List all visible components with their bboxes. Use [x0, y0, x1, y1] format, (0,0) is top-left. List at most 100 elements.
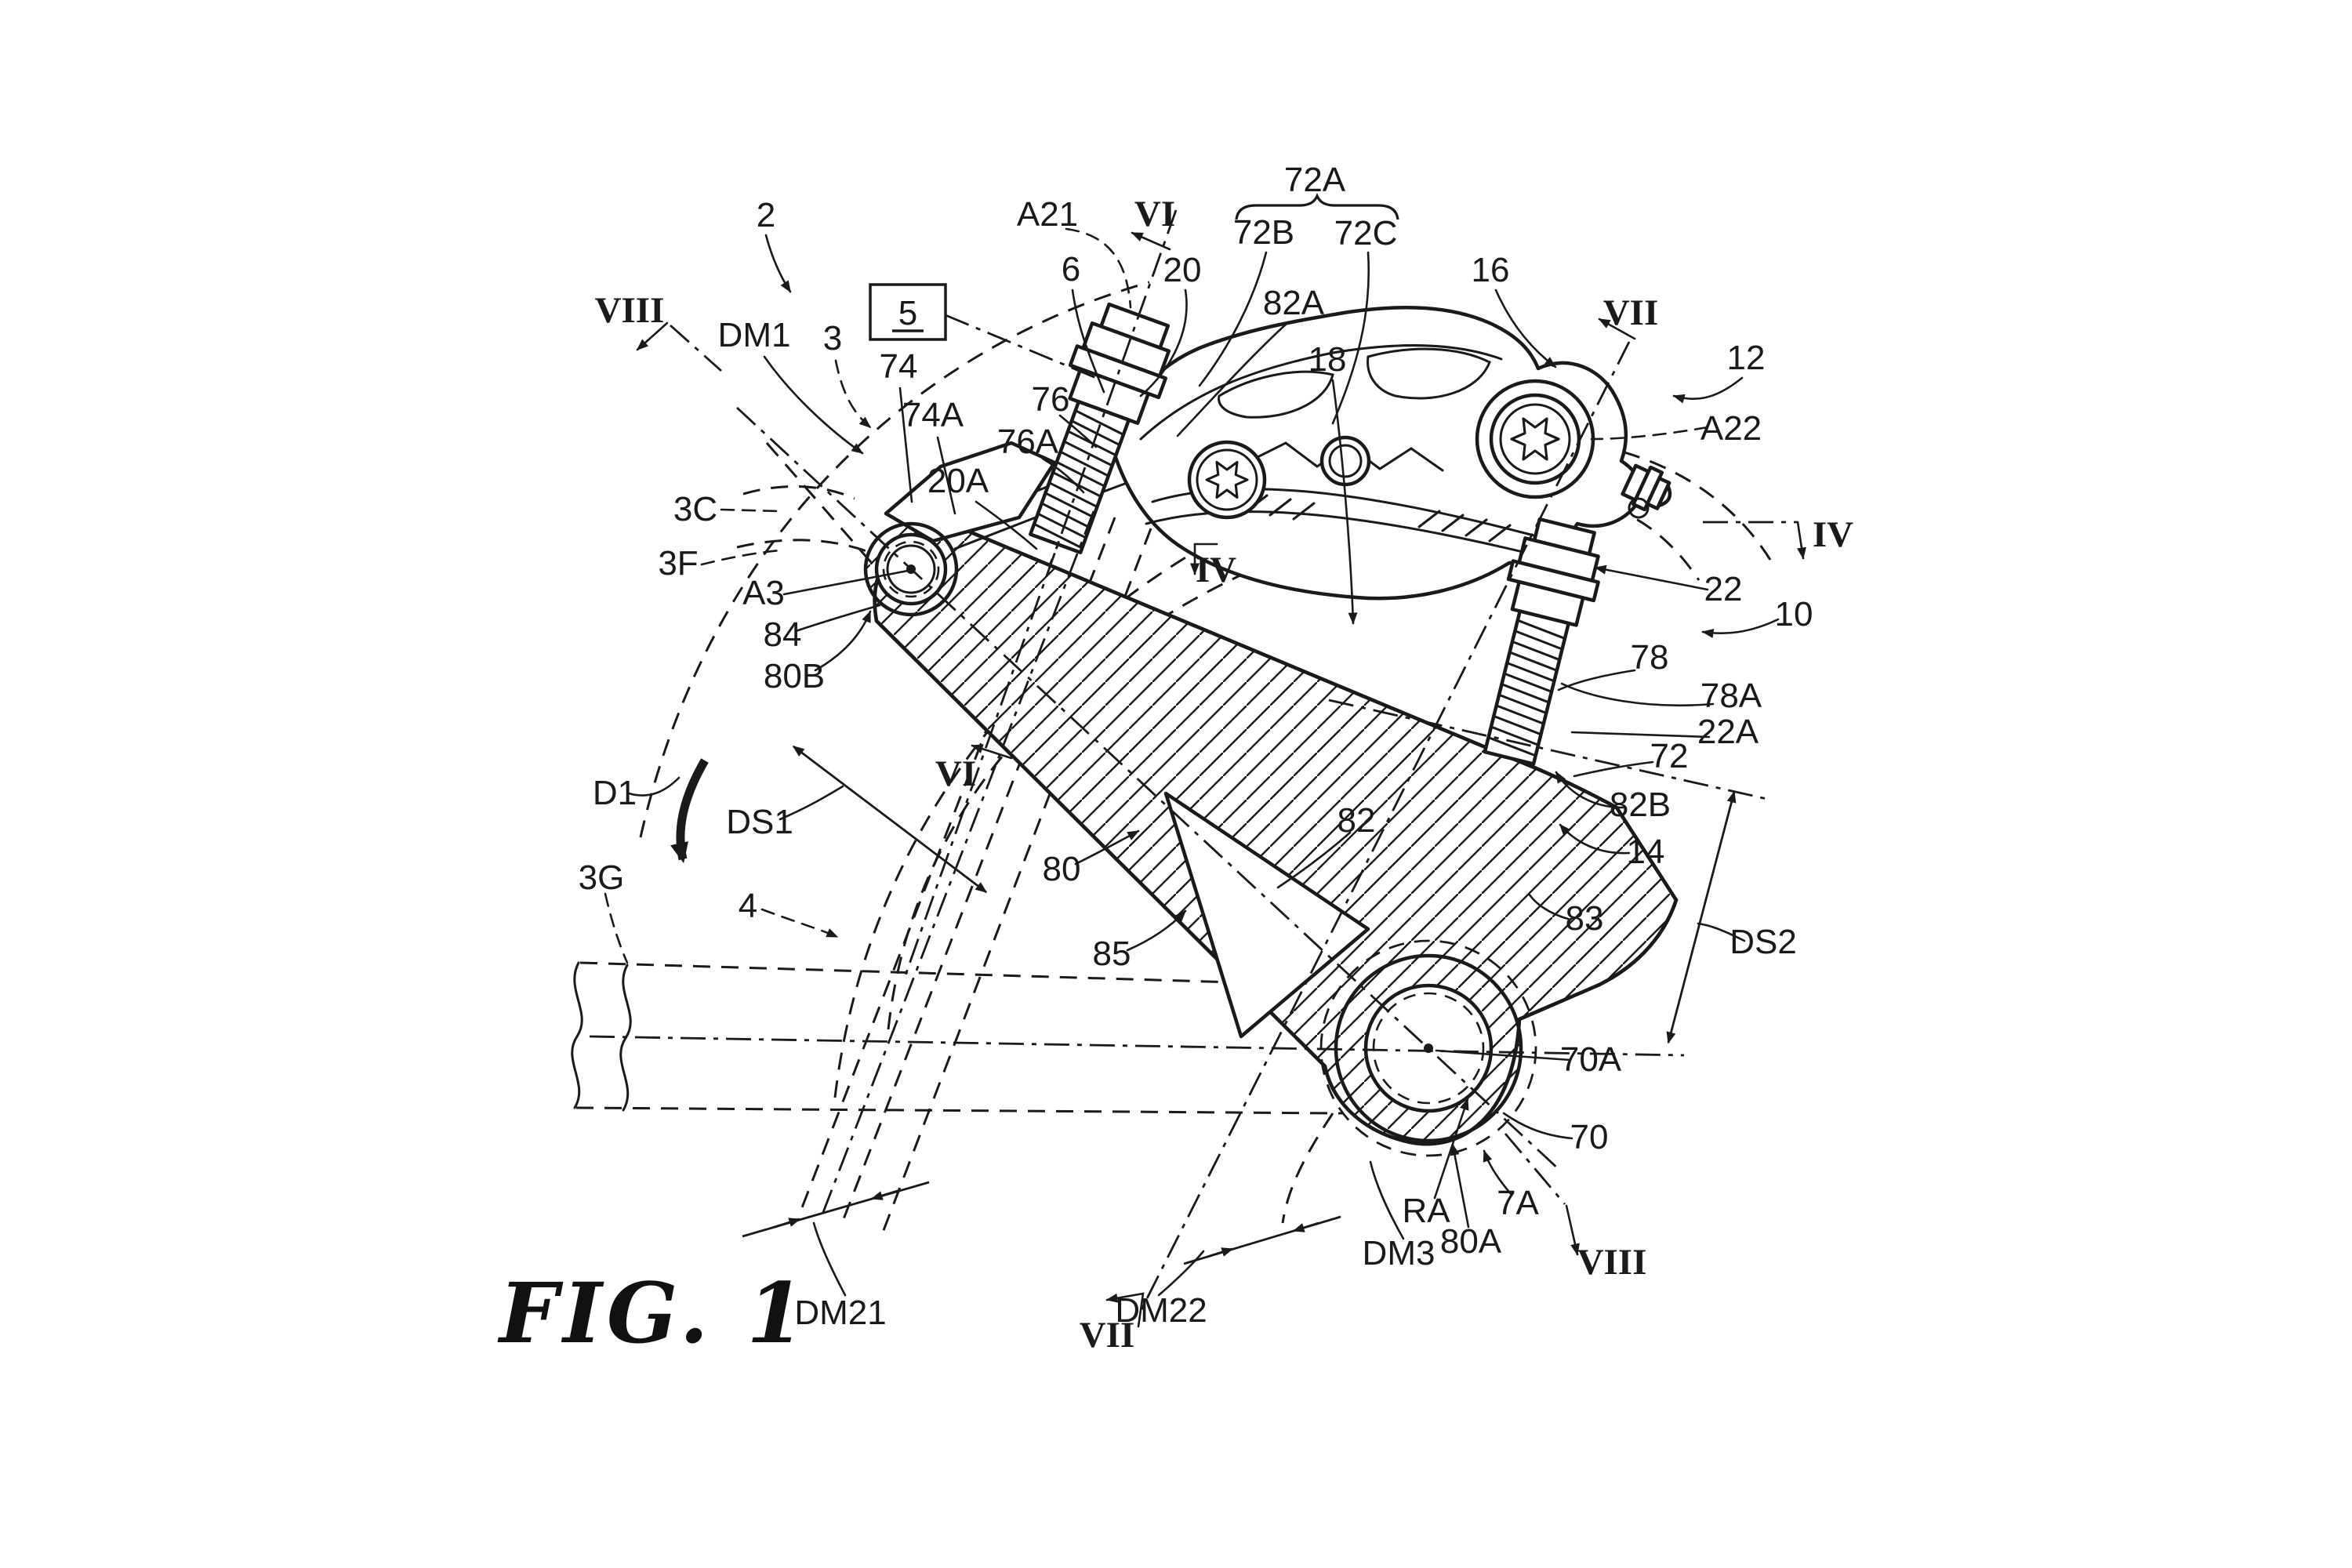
leader-14 [1559, 823, 1631, 855]
box5-leader [945, 314, 1097, 379]
arrow-vi-top [1131, 231, 1171, 251]
leader-80b [814, 610, 872, 672]
ref-label-72B: 72B [1233, 213, 1294, 252]
ref-label-22: 22 [1704, 570, 1743, 608]
torx-star-left-icon [1205, 460, 1249, 499]
brace-72A [1235, 192, 1399, 220]
ds1-dimension-line [792, 745, 988, 894]
caliper-window-left [1218, 370, 1334, 419]
ref-label-14: 14 [1627, 833, 1665, 871]
leader-18 [1331, 379, 1358, 625]
dm22-tick-arrow-2 [1292, 1221, 1319, 1232]
ref-label-DS2: DS2 [1730, 923, 1797, 961]
leader-22 [1594, 564, 1709, 591]
ref-label-82: 82 [1338, 801, 1376, 840]
leader-20 [1139, 289, 1188, 397]
leader-22a [1570, 731, 1711, 739]
leader-ds1 [779, 785, 844, 821]
ref-label-20A: 20A [927, 462, 989, 500]
ref-label-RA: RA [1402, 1192, 1450, 1230]
bracket-window-85 [1163, 791, 1370, 1039]
ref-label-7A: 7A [1497, 1184, 1539, 1222]
axle-axis-line [589, 1035, 1685, 1057]
ref-label-74: 74 [880, 347, 918, 386]
pivot-pin-circle [886, 544, 936, 594]
ref-label-2: 2 [757, 196, 775, 234]
ref-label-85: 85 [1093, 935, 1131, 973]
leader-10 [1701, 618, 1780, 638]
ref-label-DM21: DM21 [794, 1294, 886, 1332]
ref-label-3: 3 [823, 319, 842, 358]
ref-label-IV-mid: IV [1196, 550, 1236, 590]
leader-74a [936, 436, 956, 515]
ref-label-5: 5 [898, 294, 917, 332]
dm21-tick-arrow-1 [771, 1218, 801, 1229]
ds2-dimension-line [1666, 790, 1737, 1044]
rotation-arrow-d1 [670, 758, 709, 864]
bracket-extension-line [1328, 699, 1771, 801]
leader-d1 [627, 776, 681, 797]
ref-label-80B: 80B [764, 657, 825, 695]
ref-box-5 [869, 283, 947, 341]
leader-2 [764, 234, 792, 293]
ref-label-76A: 76A [997, 423, 1059, 461]
arrow-iv-right [1796, 521, 1806, 560]
torx-star-right-icon [1510, 417, 1560, 461]
tube-break-line [571, 961, 583, 1109]
leader-3 [834, 359, 872, 429]
ref-label-20: 20 [1163, 251, 1202, 289]
ref-label-D1: D1 [593, 774, 637, 812]
ref-label-12: 12 [1727, 339, 1766, 377]
leader-6 [1071, 289, 1105, 394]
leader-78 [1557, 669, 1636, 691]
ref-label-6: 6 [1062, 250, 1080, 289]
leader-80a [1450, 1143, 1470, 1229]
leader-a22 [1590, 426, 1709, 441]
ref-label-3C: 3C [673, 490, 717, 528]
leader-7a [1483, 1149, 1513, 1196]
leader-83 [1527, 892, 1570, 920]
leader-82b [1555, 771, 1624, 809]
leader-72b [1198, 251, 1268, 387]
leader-3c [720, 508, 782, 513]
brake-pad-line-2 [1145, 510, 1570, 564]
viii-top-tail [670, 324, 722, 372]
arrow-vii-bottom [1105, 1292, 1145, 1328]
ref-label-80: 80 [1043, 850, 1081, 888]
figure-title: FIG. 1 [497, 1264, 809, 1362]
ref-label-82B: 82B [1610, 786, 1671, 824]
ref-label-70A: 70A [1560, 1040, 1622, 1079]
leader-dm22 [1157, 1250, 1205, 1297]
caliper-window-right [1367, 347, 1491, 400]
leader-12 [1672, 376, 1744, 404]
ref-label-VII-top: VII [1603, 292, 1659, 333]
ref-label-DM3: DM3 [1363, 1234, 1436, 1272]
mounting-bolt-right-22 [1483, 517, 1600, 766]
ref-label-VIII-bottom: VIII [1577, 1242, 1647, 1283]
leader-84 [794, 604, 881, 633]
ref-label-76: 76 [1032, 380, 1070, 419]
ref-label-72: 72 [1650, 737, 1689, 775]
ref-label-72A: 72A [1284, 161, 1346, 199]
hub-dashed-arc-3c [742, 485, 855, 500]
arrow-vi-bottom [971, 744, 1013, 760]
leader-82 [1276, 831, 1352, 889]
leader-70 [1502, 1112, 1573, 1140]
axle-tube-bottom-edge [575, 1106, 1343, 1115]
dm22-tick-arrow-1 [1207, 1247, 1234, 1258]
ref-label-22A: 22A [1697, 713, 1759, 751]
ref-label-4: 4 [739, 887, 757, 925]
ref-label-A3: A3 [742, 574, 785, 612]
ref-label-74A: 74A [902, 396, 964, 434]
leader-a21 [1065, 227, 1132, 309]
leader-3g [604, 892, 629, 964]
caliper-top-rib [1139, 344, 1503, 441]
ref-label-VIII-top: VIII [595, 290, 665, 331]
leader-a3 [782, 569, 909, 596]
ref-label-84: 84 [764, 615, 802, 654]
ref-label-18: 18 [1308, 340, 1347, 379]
ref-label-A22: A22 [1700, 409, 1762, 448]
leader-ds2 [1697, 922, 1746, 942]
